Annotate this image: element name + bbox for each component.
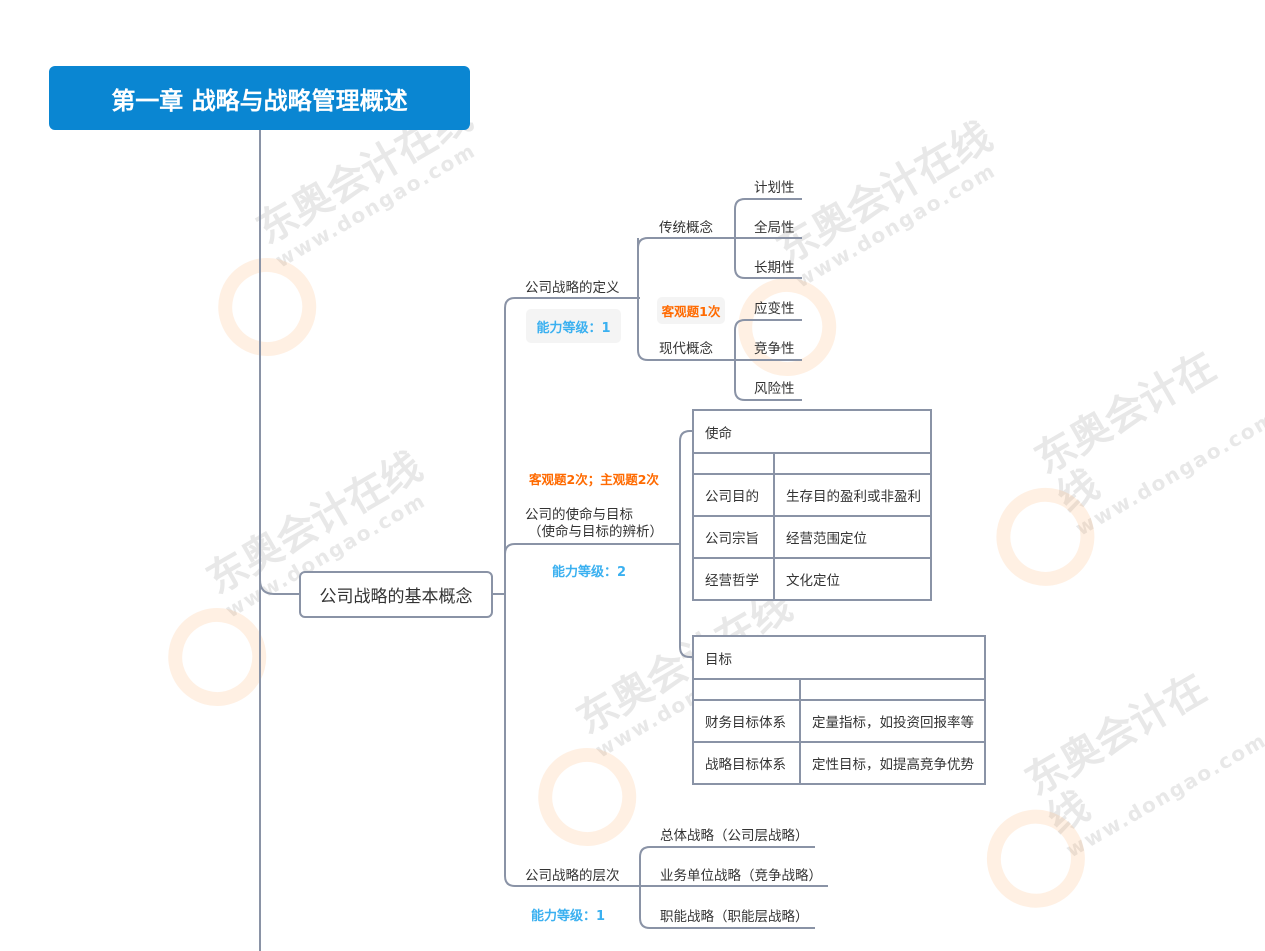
table-cell[interactable]: 财务目标体系	[692, 699, 801, 743]
modern-concept-node[interactable]: 现代概念	[659, 341, 713, 357]
table-cell[interactable]: 生存目的盈利或非盈利	[773, 473, 932, 517]
goal-table: 目标 财务目标体系定量指标，如投资回报率等 战略目标体系定性目标，如提高竞争优势	[692, 635, 986, 785]
definition-node[interactable]: 公司战略的定义	[525, 280, 620, 296]
level-badge: 能力等级：1	[526, 309, 621, 343]
table-cell[interactable]: 经营哲学	[692, 557, 775, 601]
empty-cell	[773, 452, 932, 475]
table-cell[interactable]: 公司目的	[692, 473, 775, 517]
root-node[interactable]: 公司战略的基本概念	[299, 571, 493, 618]
table-cell[interactable]: 战略目标体系	[692, 741, 801, 785]
levels-node[interactable]: 公司战略的层次	[525, 868, 620, 884]
leaf-node[interactable]: 长期性	[754, 260, 795, 276]
leaf-node[interactable]: 竞争性	[754, 341, 795, 357]
traditional-concept-node[interactable]: 传统概念	[659, 220, 713, 236]
mission-table-header[interactable]: 使命	[692, 409, 932, 454]
goal-table-header[interactable]: 目标	[692, 635, 986, 680]
empty-cell	[692, 452, 775, 475]
table-cell[interactable]: 经营范围定位	[773, 515, 932, 559]
chapter-title[interactable]: 第一章 战略与战略管理概述	[49, 66, 470, 130]
leaf-node[interactable]: 计划性	[754, 180, 795, 196]
table-cell[interactable]: 公司宗旨	[692, 515, 775, 559]
leaf-node[interactable]: 风险性	[754, 381, 795, 397]
level-badge: 能力等级：2	[552, 565, 627, 580]
table-cell[interactable]: 定性目标，如提高竞争优势	[799, 741, 986, 785]
mission-table: 使命 公司目的生存目的盈利或非盈利 公司宗旨经营范围定位 经营哲学文化定位	[692, 409, 932, 601]
leaf-node[interactable]: 总体战略（公司层战略）	[660, 828, 809, 844]
exam-text: 客观题1次	[661, 304, 721, 319]
leaf-node[interactable]: 全局性	[754, 220, 795, 236]
table-cell[interactable]: 文化定位	[773, 557, 932, 601]
mission-node-line1[interactable]: 公司的使命与目标	[525, 507, 633, 523]
exam-badge: 客观题1次	[657, 297, 725, 324]
leaf-node[interactable]: 业务单位战略（竞争战略）	[660, 868, 822, 884]
leaf-node[interactable]: 应变性	[754, 301, 795, 317]
level-badge: 能力等级：1	[531, 909, 606, 924]
leaf-node[interactable]: 职能战略（职能层战略）	[660, 909, 809, 925]
table-cell[interactable]: 定量指标，如投资回报率等	[799, 699, 986, 743]
empty-cell	[692, 678, 801, 701]
level-text: 能力等级：1	[536, 320, 611, 336]
mission-node-line2[interactable]: （使命与目标的辨析）	[528, 524, 663, 540]
exam-badge: 客观题2次；主观题2次	[529, 472, 659, 487]
empty-cell	[799, 678, 986, 701]
